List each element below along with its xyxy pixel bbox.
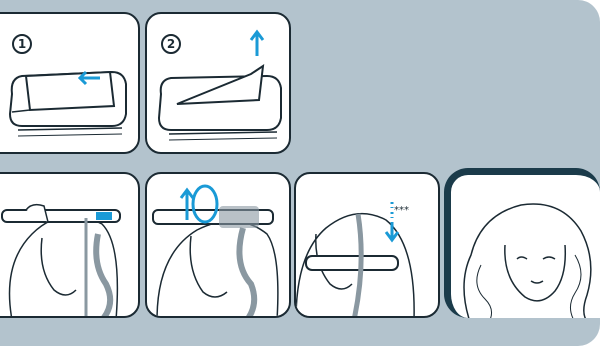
result-portrait: [444, 168, 600, 318]
rotate-arrow-icon: [147, 174, 291, 318]
curly-hair-face-illustration: [451, 175, 600, 318]
panel-step-2: 2: [145, 12, 291, 154]
arrow-up-icon: [147, 14, 291, 154]
panel-step-5: [294, 172, 440, 318]
arrow-left-icon: [0, 14, 140, 154]
arrow-down-icon: [296, 174, 440, 318]
repeat-marker: ***: [394, 206, 409, 216]
panel-step-3: [0, 172, 140, 318]
panel-step-4: [145, 172, 291, 318]
clamp-hair-illustration: [0, 174, 140, 318]
panel-step-1: 1: [0, 12, 140, 154]
